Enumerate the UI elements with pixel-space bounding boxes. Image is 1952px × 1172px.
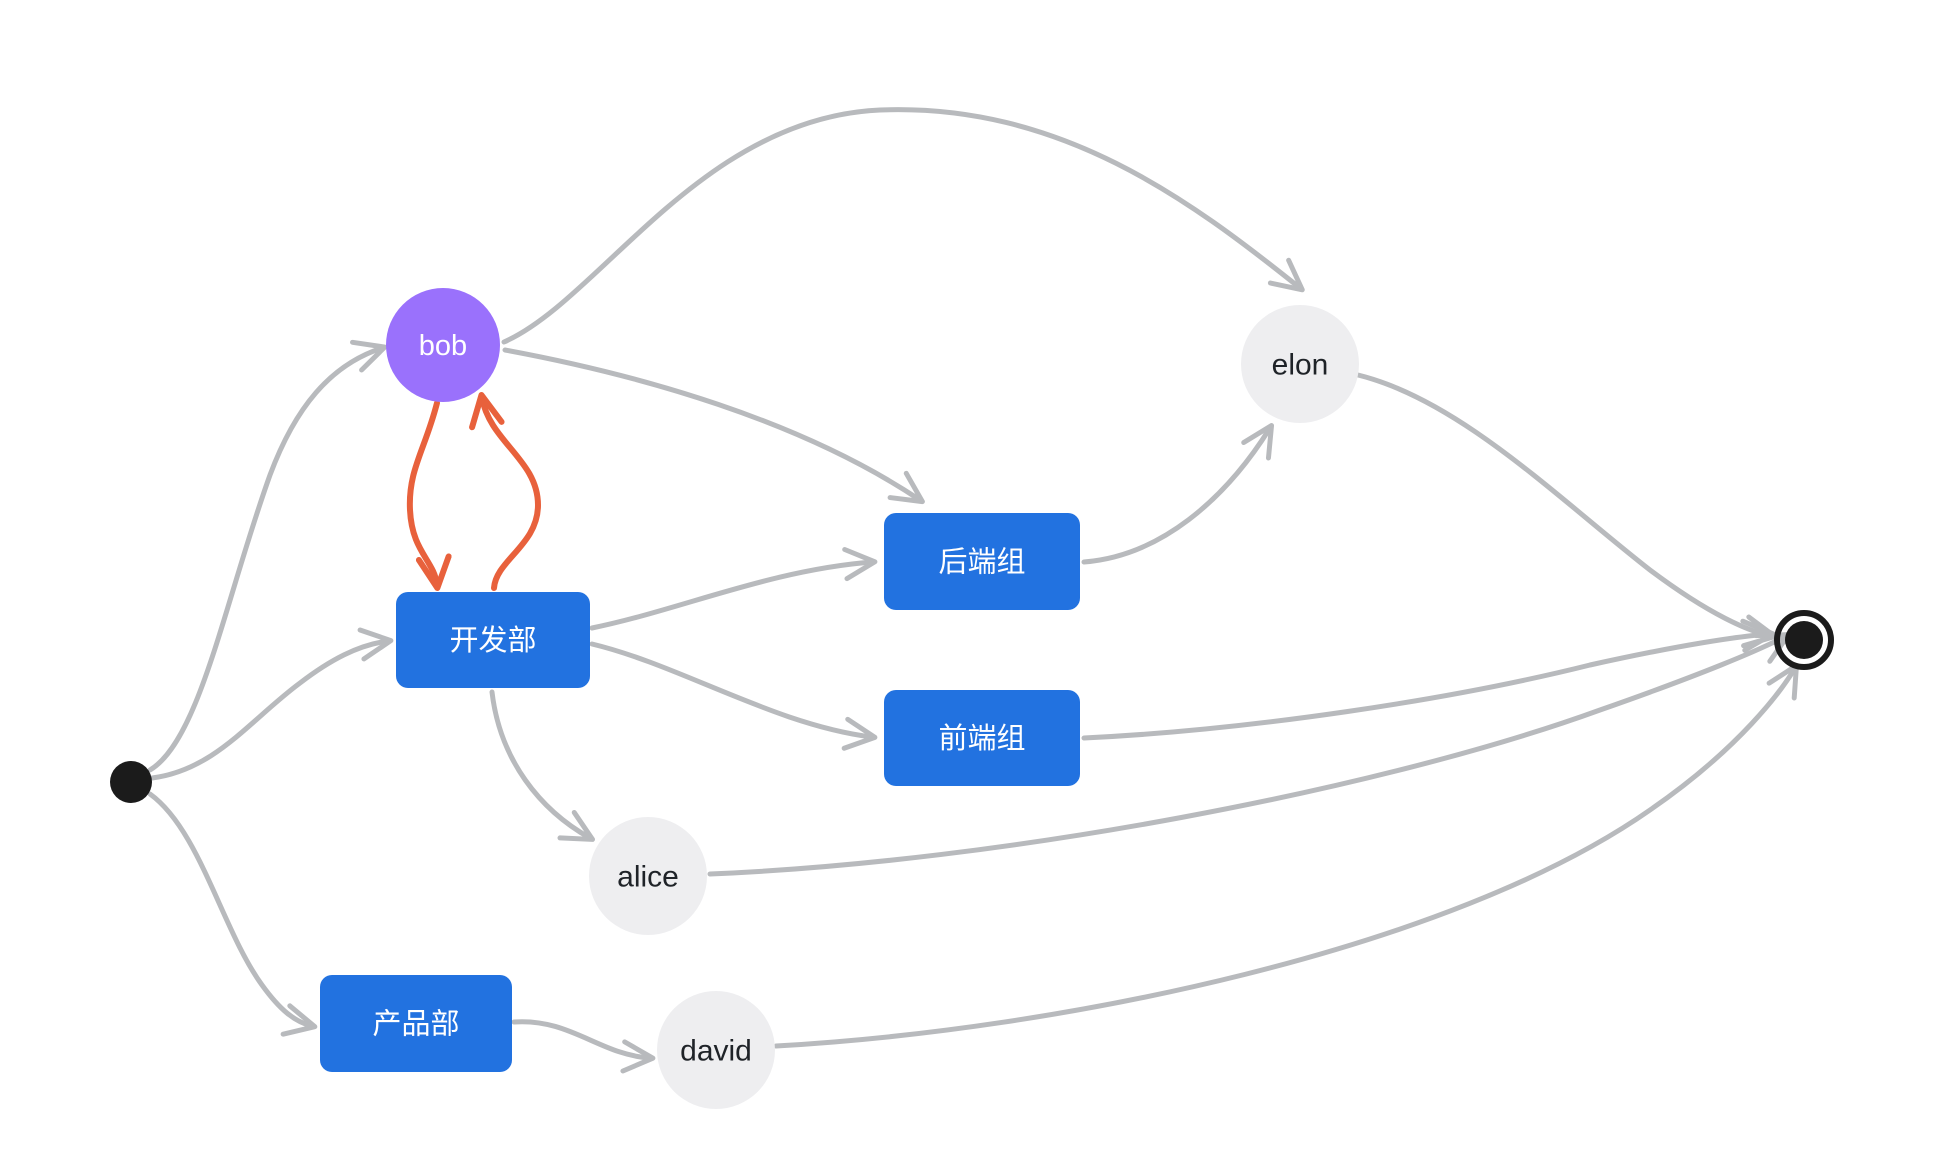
node-shape-product[interactable]: [320, 975, 512, 1072]
node-shape-elon[interactable]: [1241, 305, 1359, 423]
end-node-core[interactable]: [1785, 621, 1823, 659]
edge-bob-to-elon[interactable]: [501, 107, 1305, 345]
edge-bob-to-backend[interactable]: [502, 347, 925, 505]
edge-start-to-bob[interactable]: [147, 339, 388, 773]
start-node-dot[interactable]: [110, 761, 152, 803]
edge-backend-to-elon[interactable]: [1081, 423, 1275, 565]
edge-dev-to-backend[interactable]: [589, 547, 878, 631]
edge-dev-to-frontend[interactable]: [589, 641, 878, 751]
node-david[interactable]: david: [657, 991, 775, 1109]
node-label-backend: 后端组: [938, 546, 1025, 579]
node-label-frontend: 前端组: [938, 722, 1025, 755]
edge-elon-to-end[interactable]: [1355, 372, 1778, 649]
node-shape-backend[interactable]: [884, 513, 1080, 610]
node-shape-david[interactable]: [657, 991, 775, 1109]
edge-product-to-david[interactable]: [511, 1019, 656, 1074]
edge-alice-to-end[interactable]: [707, 632, 1792, 877]
node-shape-alice[interactable]: [589, 817, 707, 935]
node-frontend[interactable]: 前端组: [884, 690, 1080, 786]
node-label-alice: alice: [617, 861, 679, 894]
node-end[interactable]: [1774, 610, 1834, 670]
edge-frontend-to-end[interactable]: [1081, 618, 1776, 741]
node-alice[interactable]: alice: [589, 817, 707, 935]
node-label-bob: bob: [419, 330, 467, 362]
node-label-elon: elon: [1272, 349, 1329, 382]
node-shape-frontend[interactable]: [884, 690, 1080, 786]
edge-start-to-dev[interactable]: [149, 627, 394, 781]
end-node-ring: [1774, 610, 1834, 670]
node-elon[interactable]: elon: [1241, 305, 1359, 423]
edge-start-to-product[interactable]: [147, 791, 318, 1037]
edges-layer: [147, 107, 1799, 1074]
edge-dev-to-bob[interactable]: [469, 392, 542, 591]
node-product[interactable]: 产品部: [320, 975, 512, 1072]
node-backend[interactable]: 后端组: [884, 513, 1080, 610]
node-shape-bob[interactable]: [386, 288, 500, 402]
edge-bob-to-dev[interactable]: [406, 400, 452, 591]
node-shape-dev[interactable]: [396, 592, 590, 688]
node-dev[interactable]: 开发部: [396, 592, 590, 688]
node-bob[interactable]: bob: [386, 288, 500, 402]
node-label-product: 产品部: [372, 1008, 459, 1041]
node-label-dev: 开发部: [449, 624, 536, 657]
edge-dev-to-alice[interactable]: [489, 689, 596, 842]
node-start[interactable]: [110, 761, 152, 803]
node-label-david: david: [680, 1035, 752, 1068]
edge-david-to-end[interactable]: [773, 663, 1799, 1049]
